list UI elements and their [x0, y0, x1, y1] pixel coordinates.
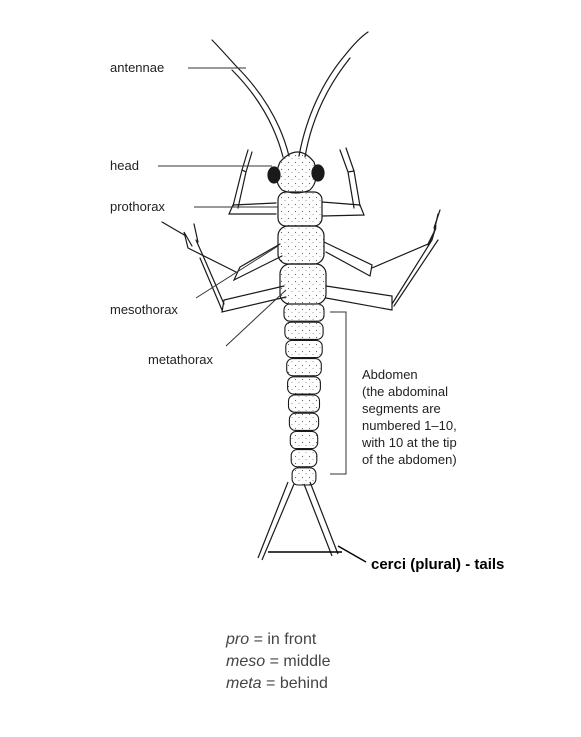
abdomen-note-line: (the abdominal — [362, 384, 448, 399]
left-cercus — [257, 481, 295, 561]
abdomen-note-line: Abdomen — [362, 367, 418, 382]
abdominal-segment — [287, 394, 321, 413]
abdomen-note-line: of the abdomen) — [362, 452, 457, 467]
legend-prefix: pro — [226, 631, 250, 648]
abdominal-segment — [285, 339, 323, 359]
prothorax-segment — [277, 191, 323, 227]
right-eye — [311, 164, 325, 182]
metathorax-segment — [279, 263, 327, 305]
abdominal-segment — [289, 430, 319, 450]
right-antenna — [298, 31, 369, 157]
head-shape — [275, 151, 317, 194]
metathorax-label: metathorax — [148, 352, 214, 367]
abdomen-note-line: numbered 1–10, — [362, 418, 457, 433]
head-label: head — [110, 158, 139, 173]
abdomen-note: Abdomen (the abdominal segments are numb… — [362, 366, 457, 468]
abdominal-segment — [284, 321, 324, 340]
abdominal-segment — [283, 303, 325, 322]
prefix-legend: pro = in front meso = middle meta = behi… — [226, 629, 331, 695]
cerci-label: cerci (plural) - tails — [371, 556, 505, 573]
legend-meaning: = behind — [266, 675, 328, 692]
legend-meaning: = in front — [253, 631, 317, 648]
legend-prefix: meso — [226, 653, 266, 670]
abdomen-note-line: with 10 at the tip — [362, 435, 457, 450]
right-antenna-inner — [304, 57, 351, 158]
legend-row-meso: meso = middle — [226, 651, 331, 673]
abdomen-bracket — [330, 311, 347, 475]
left-foreleg — [228, 149, 277, 215]
abdomen-note-line: segments are — [362, 401, 441, 416]
mesothorax-leader — [195, 245, 279, 299]
left-eye — [267, 166, 281, 184]
abdominal-segment — [290, 449, 318, 468]
abdomen — [283, 303, 325, 486]
prothorax-label: prothorax — [110, 199, 165, 214]
right-hindleg — [325, 209, 441, 311]
right-cercus — [303, 481, 339, 557]
mesothorax-label: mesothorax — [110, 302, 178, 317]
abdominal-segment — [291, 467, 317, 486]
right-foreleg — [321, 147, 365, 217]
left-antenna-inner — [231, 69, 284, 158]
left-midleg — [161, 221, 283, 282]
abdominal-segment — [286, 358, 322, 377]
left-hindleg — [193, 223, 287, 313]
abdominal-segment — [288, 412, 320, 431]
left-antenna — [211, 39, 290, 157]
legend-row-pro: pro = in front — [226, 629, 331, 651]
legend-row-meta: meta = behind — [226, 673, 331, 695]
cerci-leader-diagonal — [337, 545, 367, 563]
antennae-label: antennae — [110, 60, 165, 75]
legend-prefix: meta — [226, 675, 262, 692]
legend-meaning: = middle — [269, 653, 331, 670]
abdominal-segment — [287, 376, 321, 395]
mesothorax-segment — [277, 225, 325, 265]
metathorax-leader — [225, 289, 287, 347]
